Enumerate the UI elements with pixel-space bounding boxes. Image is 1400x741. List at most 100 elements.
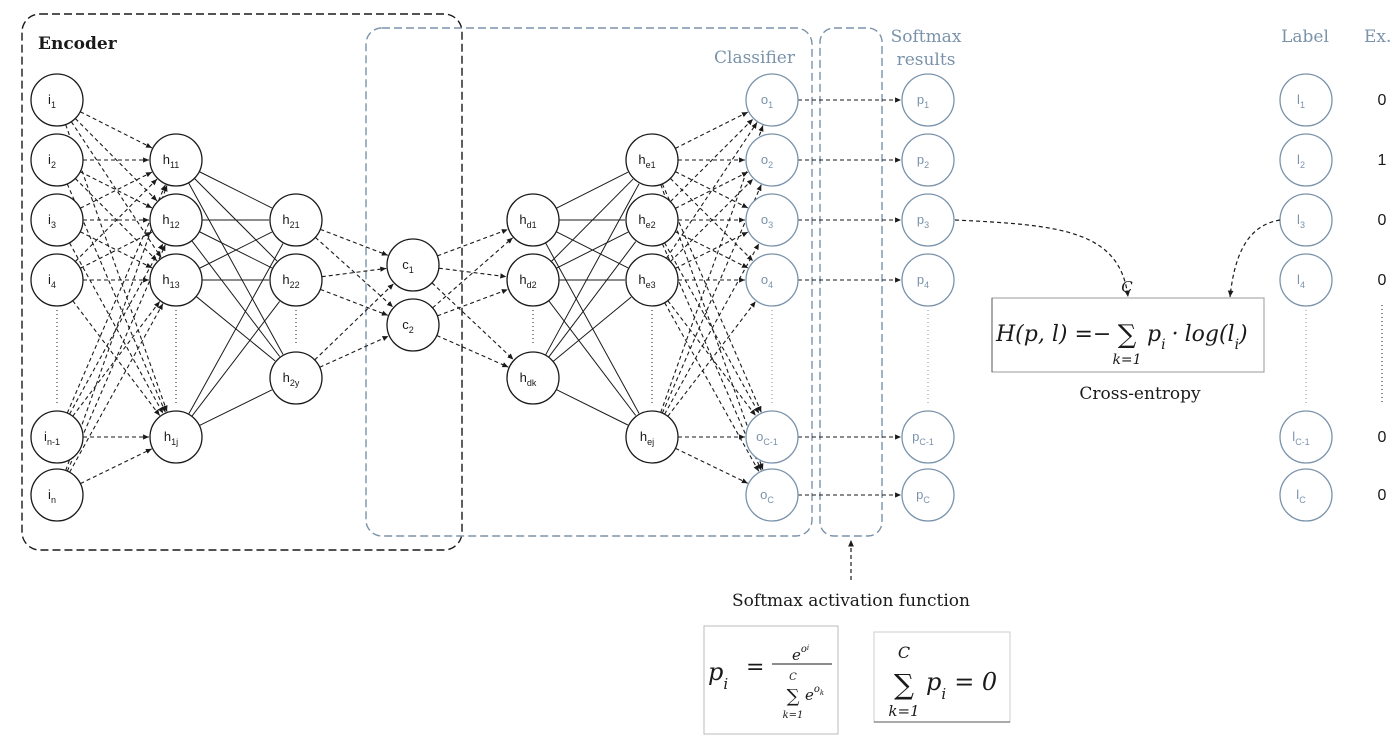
node-input-i1: i1 bbox=[30, 73, 84, 127]
node-label: hd2 bbox=[519, 272, 536, 290]
node-code-c2: c2 bbox=[386, 298, 440, 352]
node-label: in bbox=[48, 487, 56, 505]
node-label: h11 bbox=[163, 152, 180, 170]
node-softmax-p2: p2 bbox=[901, 133, 955, 187]
connection-edge bbox=[669, 178, 754, 263]
node-input-i3: i3 bbox=[30, 193, 84, 247]
connection-edge bbox=[70, 121, 162, 258]
node-hidden_e-hej: hej bbox=[625, 410, 679, 464]
connection-edge bbox=[675, 447, 748, 484]
node-hidden2-h2y: h2y bbox=[269, 351, 323, 405]
example-value: 0 bbox=[1378, 429, 1387, 446]
ce-log-sub: i bbox=[1235, 337, 1239, 353]
node-label: o1 bbox=[761, 92, 773, 110]
node-label: p2 bbox=[917, 152, 929, 170]
connection-edge bbox=[79, 231, 153, 269]
node-label: l1 bbox=[1297, 92, 1305, 110]
connection-edge bbox=[664, 243, 760, 415]
connection-edge bbox=[188, 182, 284, 355]
example-value: 0 bbox=[1378, 92, 1387, 109]
connection-edge bbox=[66, 244, 166, 472]
node-hidden2-h22: h22 bbox=[269, 253, 323, 307]
sd-den-lower: k=1 bbox=[783, 710, 804, 721]
example-value: 0 bbox=[1378, 212, 1387, 229]
example-value: 1 bbox=[1378, 152, 1387, 169]
node-output-oC: oC bbox=[745, 468, 799, 522]
node-label: he1 bbox=[638, 152, 655, 170]
node-softmax-pC: pC bbox=[901, 468, 955, 522]
node-hidden1-h1j: h1j bbox=[149, 410, 203, 464]
connection-edge bbox=[320, 228, 388, 256]
node-output-o4: o4 bbox=[745, 253, 799, 307]
node-hidden_e-he3: he3 bbox=[625, 253, 679, 307]
l3-to-crossentropy-arrow bbox=[1227, 219, 1281, 298]
node-labels-l1: l1 bbox=[1279, 73, 1333, 127]
connection-edge bbox=[548, 241, 637, 358]
node-hidden1-h11: h11 bbox=[149, 133, 203, 187]
classifier-title: Classifier bbox=[714, 48, 796, 68]
node-input-in: in bbox=[30, 468, 84, 522]
connection-edge bbox=[69, 243, 164, 415]
node-input-i2: i2 bbox=[30, 133, 84, 187]
node-code-c1: c1 bbox=[386, 238, 440, 292]
example-value: 0 bbox=[1378, 272, 1387, 289]
node-softmax-p4: p4 bbox=[901, 253, 955, 307]
node-labels-l4: l4 bbox=[1279, 253, 1333, 307]
connection-edge bbox=[660, 125, 764, 413]
connection-edge bbox=[669, 118, 754, 203]
connection-edge bbox=[545, 183, 640, 356]
svg-text:eok: eok bbox=[805, 684, 824, 704]
connection-edge bbox=[188, 243, 284, 415]
connection-edge bbox=[69, 242, 164, 414]
node-softmax-pC-1: pC-1 bbox=[901, 410, 955, 464]
connection-edge bbox=[675, 111, 749, 149]
encoder-title: Encoder bbox=[38, 34, 118, 54]
connection-edge bbox=[79, 171, 153, 209]
svg-text:H(p, l) =−: H(p, l) =− bbox=[995, 322, 1111, 347]
connection-edge bbox=[675, 231, 749, 269]
connection-edge bbox=[431, 282, 514, 360]
sd-eq: = bbox=[746, 655, 764, 680]
sd-den-sup-sub: k bbox=[820, 689, 824, 697]
softmax-sum-formula: C ∑ k=1 pi= 0 bbox=[873, 631, 1011, 723]
node-decoder-hdk: hdk bbox=[506, 351, 560, 405]
connection-edge bbox=[438, 267, 507, 279]
connection-edge bbox=[555, 231, 629, 269]
connection-edge bbox=[79, 171, 153, 209]
node-label: in-1 bbox=[44, 429, 60, 447]
softmax-results-title-line1: Softmax bbox=[891, 27, 962, 47]
node-label: lC bbox=[1296, 487, 1306, 505]
ce-dot: · bbox=[1172, 322, 1179, 347]
node-label: c2 bbox=[402, 317, 414, 335]
connection-edge bbox=[65, 185, 168, 471]
node-labels-lC: lC bbox=[1279, 468, 1333, 522]
softmax-activation-caption: Softmax activation function bbox=[732, 591, 970, 611]
node-hidden_e-he1: he1 bbox=[625, 133, 679, 187]
connection-edge bbox=[667, 301, 757, 417]
svg-text:eoi: eoi bbox=[792, 644, 809, 664]
ss-sum: ∑ bbox=[894, 668, 914, 701]
svg-text:pi= 0: pi= 0 bbox=[926, 668, 997, 703]
connection-edge bbox=[74, 178, 158, 262]
connection-edge bbox=[545, 242, 640, 414]
node-output-o1: o1 bbox=[745, 73, 799, 127]
node-label: p4 bbox=[917, 272, 929, 290]
connection-edge bbox=[675, 171, 749, 209]
connection-edge bbox=[191, 301, 281, 417]
connection-edge bbox=[664, 242, 760, 414]
label-title: Label bbox=[1281, 27, 1329, 47]
connection-edge bbox=[675, 171, 749, 209]
node-labels-l2: l2 bbox=[1279, 133, 1333, 187]
node-input-in-1: in-1 bbox=[30, 410, 84, 464]
example-title: Ex. bbox=[1364, 27, 1391, 47]
node-label: l3 bbox=[1297, 212, 1305, 230]
node-label: h2y bbox=[283, 370, 300, 388]
node-label: o2 bbox=[761, 152, 773, 170]
ce-lhs: H(p, l) = bbox=[995, 322, 1093, 347]
connection-edge bbox=[555, 171, 629, 209]
softmax-results-title-line2: results bbox=[897, 50, 956, 70]
node-label: p3 bbox=[917, 212, 929, 230]
sd-den-e: e bbox=[805, 686, 814, 704]
